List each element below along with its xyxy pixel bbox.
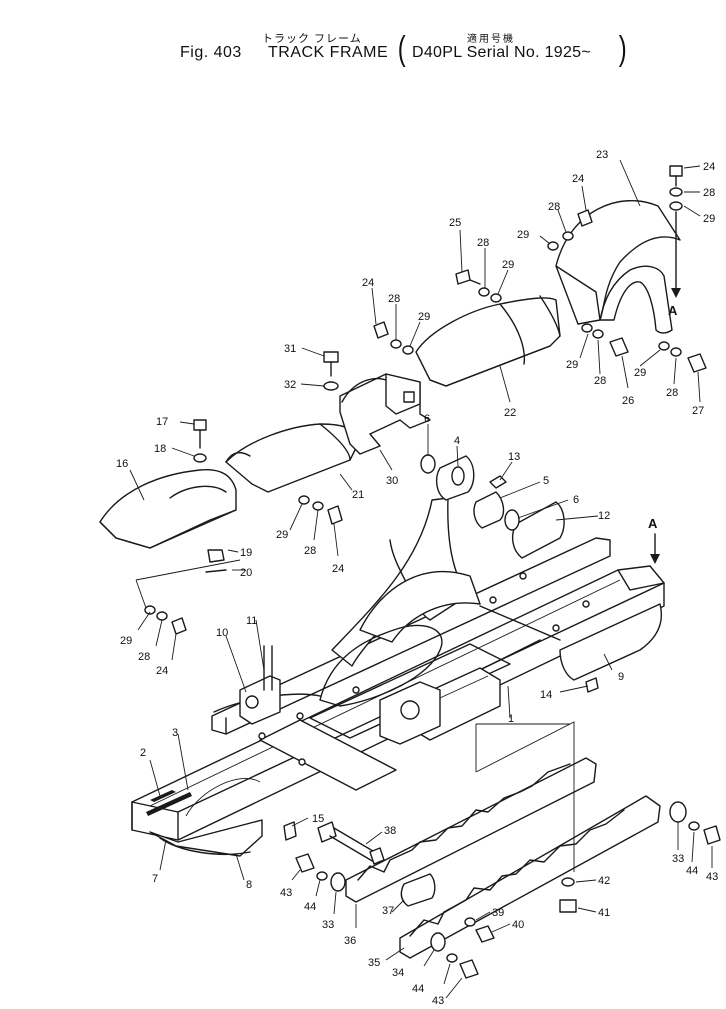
callout-8: 8 [246, 879, 252, 891]
callout-44: 44 [686, 865, 698, 877]
callout-26: 26 [622, 395, 634, 407]
callout-22: 22 [504, 407, 516, 419]
callout-43: 43 [432, 995, 444, 1007]
callout-1: 1 [508, 713, 514, 725]
callout-17: 17 [156, 416, 168, 428]
callout-29: 29 [502, 259, 514, 271]
paren-close: ) [618, 30, 627, 68]
callout-9: 9 [618, 671, 624, 683]
callout-30: 30 [386, 475, 398, 487]
callout-43: 43 [280, 887, 292, 899]
callout-35: 35 [368, 957, 380, 969]
callout-29: 29 [517, 229, 529, 241]
serial-applicability: D40PL Serial No. 1925~ [412, 44, 592, 61]
callout-29: 29 [703, 213, 715, 225]
callout-28: 28 [703, 187, 715, 199]
figure-title: TRACK FRAME [268, 44, 389, 61]
callout-14: 14 [540, 689, 552, 701]
callout-43: 43 [706, 871, 718, 883]
callout-24: 24 [332, 563, 344, 575]
leader-lines [129, 159, 713, 999]
callout-20: 20 [240, 567, 252, 579]
callout-15: 15 [312, 813, 324, 825]
callout-28: 28 [548, 201, 560, 213]
callout-39: 39 [492, 907, 504, 919]
view-marker-a-bottom: A [648, 516, 658, 531]
callout-28: 28 [388, 293, 400, 305]
callout-24: 24 [156, 665, 168, 677]
callout-42: 42 [598, 875, 610, 887]
callout-10: 10 [216, 627, 228, 639]
fasteners [144, 165, 721, 979]
title-japanese: トラック フレーム [262, 33, 362, 45]
callout-24: 24 [362, 277, 374, 289]
callout-11: 11 [246, 615, 257, 627]
callout-28: 28 [666, 387, 678, 399]
callout-33: 33 [672, 853, 684, 865]
callout-28: 28 [138, 651, 150, 663]
paren-open: ( [397, 30, 406, 68]
callout-36: 36 [344, 935, 356, 947]
callout-27: 27 [692, 405, 704, 417]
callout-24: 24 [572, 173, 584, 185]
callout-5: 5 [543, 475, 549, 487]
callout-28: 28 [477, 237, 489, 249]
callout-3: 3 [172, 727, 178, 739]
callout-19: 19 [240, 547, 252, 559]
callout-29: 29 [634, 367, 646, 379]
callout-29: 29 [120, 635, 132, 647]
applicability-japanese: 適用号機 [467, 34, 515, 45]
callout-4: 4 [454, 435, 460, 447]
callout-44: 44 [304, 901, 316, 913]
callout-32: 32 [284, 379, 296, 391]
callout-13: 13 [508, 451, 520, 463]
view-marker-a-top: A [668, 303, 678, 318]
callout-31: 31 [284, 343, 296, 355]
callout-44: 44 [412, 983, 424, 995]
callout-38: 38 [384, 825, 396, 837]
track-frame-body [131, 497, 665, 857]
callout-40: 40 [512, 919, 524, 931]
callout-21: 21 [352, 489, 364, 501]
callout-29: 29 [276, 529, 288, 541]
track-guards [345, 757, 661, 959]
callout-24: 24 [703, 161, 715, 173]
callout-7: 7 [152, 873, 158, 885]
callout-23: 23 [596, 149, 608, 161]
callout-6: 6 [573, 494, 579, 506]
callout-34: 34 [392, 967, 404, 979]
callout-41: 41 [598, 907, 610, 919]
track-cover-assembly [99, 199, 681, 559]
view-arrows: A A [648, 211, 681, 564]
callout-28: 28 [594, 375, 606, 387]
figure-number: Fig. 403 [180, 44, 242, 61]
callout-6: 6 [424, 413, 430, 425]
callout-12: 12 [598, 510, 610, 522]
callout-25: 25 [449, 217, 461, 229]
callout-28: 28 [304, 545, 316, 557]
callout-2: 2 [140, 747, 146, 759]
callout-16: 16 [116, 458, 128, 470]
callout-29: 29 [566, 359, 578, 371]
callout-37: 37 [382, 905, 394, 917]
callout-labels: 24 28 29 23 24 28 29 25 28 29 24 28 29 3… [116, 149, 718, 1007]
callout-18: 18 [154, 443, 166, 455]
callout-29: 29 [418, 311, 430, 323]
callout-33: 33 [322, 919, 334, 931]
